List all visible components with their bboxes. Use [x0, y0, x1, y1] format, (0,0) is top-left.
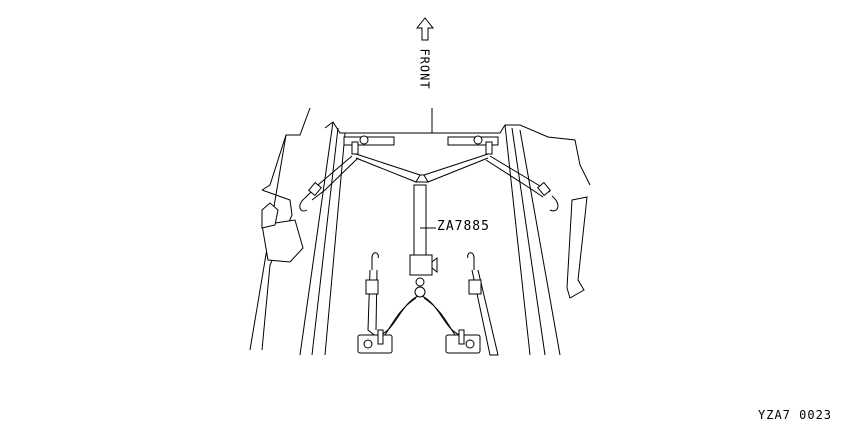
center-strap: [409, 174, 438, 298]
front-arrow-icon: [415, 17, 435, 41]
figure-code: YZA7 0023: [758, 408, 833, 422]
right-anchor-plate: [447, 136, 499, 146]
front-direction-label: FRONT: [417, 48, 432, 90]
vehicle-body-outline: [249, 107, 591, 356]
lower-strap: [357, 252, 499, 356]
upper-strap: [299, 153, 559, 212]
part-number-label: ZA7885: [437, 219, 490, 234]
left-anchor-plate: [343, 136, 395, 146]
left-floor-anchor: [357, 334, 393, 354]
